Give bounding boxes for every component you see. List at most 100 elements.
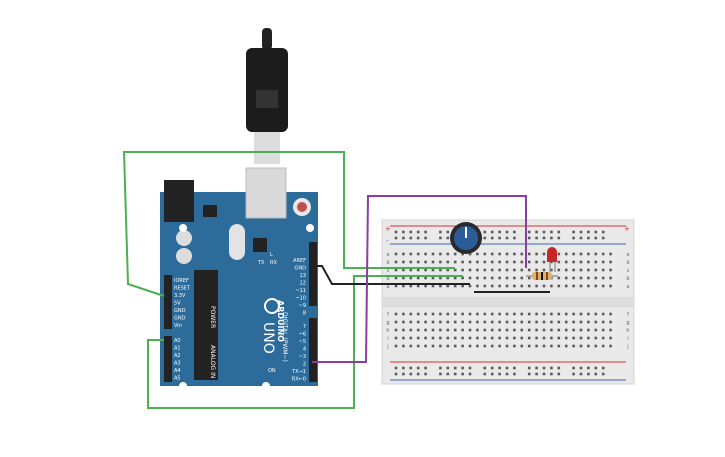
breadboard-hole[interactable] xyxy=(409,366,413,370)
breadboard-hole[interactable] xyxy=(594,328,598,332)
breadboard-hole[interactable] xyxy=(461,336,464,340)
breadboard-hole[interactable] xyxy=(483,312,487,316)
breadboard-hole[interactable] xyxy=(409,236,413,240)
breadboard-hole[interactable] xyxy=(520,284,524,288)
breadboard-hole[interactable] xyxy=(557,372,561,376)
breadboard-hole[interactable] xyxy=(527,312,531,316)
breadboard-hole[interactable] xyxy=(461,344,464,348)
breadboard-hole[interactable] xyxy=(542,230,546,234)
breadboard-hole[interactable] xyxy=(520,336,524,340)
breadboard-hole[interactable] xyxy=(431,312,435,316)
breadboard-hole[interactable] xyxy=(416,336,420,340)
breadboard-hole[interactable] xyxy=(527,344,531,348)
breadboard-hole[interactable] xyxy=(579,312,583,316)
breadboard-hole[interactable] xyxy=(446,236,450,240)
breadboard-hole[interactable] xyxy=(579,252,583,256)
breadboard-hole[interactable] xyxy=(483,268,487,272)
breadboard-hole[interactable] xyxy=(513,230,516,234)
breadboard-hole[interactable] xyxy=(601,312,605,316)
breadboard-hole[interactable] xyxy=(542,252,546,256)
breadboard-hole[interactable] xyxy=(468,344,472,348)
breadboard-hole[interactable] xyxy=(542,328,546,332)
breadboard-hole[interactable] xyxy=(587,372,590,376)
breadboard-hole[interactable] xyxy=(557,252,561,256)
breadboard-hole[interactable] xyxy=(505,336,509,340)
breadboard-hole[interactable] xyxy=(498,344,501,348)
breadboard-hole[interactable] xyxy=(572,252,575,256)
breadboard-hole[interactable] xyxy=(476,252,479,256)
breadboard-hole[interactable] xyxy=(564,276,568,280)
breadboard-hole[interactable] xyxy=(416,276,420,280)
breadboard-hole[interactable] xyxy=(550,372,553,376)
breadboard-hole[interactable] xyxy=(572,366,575,370)
breadboard-hole[interactable] xyxy=(453,328,457,332)
breadboard-hole[interactable] xyxy=(394,260,398,264)
breadboard-hole[interactable] xyxy=(453,252,457,256)
breadboard-hole[interactable] xyxy=(587,276,590,280)
breadboard-hole[interactable] xyxy=(402,284,405,288)
breadboard-hole[interactable] xyxy=(498,328,501,332)
breadboard-hole[interactable] xyxy=(520,344,524,348)
breadboard-hole[interactable] xyxy=(402,372,405,376)
breadboard-hole[interactable] xyxy=(513,284,516,288)
breadboard-hole[interactable] xyxy=(601,260,605,264)
breadboard-hole[interactable] xyxy=(409,260,413,264)
breadboard-hole[interactable] xyxy=(490,312,494,316)
breadboard-hole[interactable] xyxy=(609,336,612,340)
breadboard-hole[interactable] xyxy=(439,230,442,234)
breadboard-hole[interactable] xyxy=(542,336,546,340)
breadboard-hole[interactable] xyxy=(527,276,531,280)
breadboard-hole[interactable] xyxy=(535,284,538,288)
breadboard-hole[interactable] xyxy=(498,312,501,316)
breadboard-hole[interactable] xyxy=(409,372,413,376)
breadboard-hole[interactable] xyxy=(542,268,546,272)
breadboard-hole[interactable] xyxy=(461,328,464,332)
breadboard-hole[interactable] xyxy=(609,260,612,264)
breadboard-hole[interactable] xyxy=(527,372,531,376)
breadboard-hole[interactable] xyxy=(609,320,612,324)
breadboard-hole[interactable] xyxy=(557,260,561,264)
breadboard-hole[interactable] xyxy=(490,268,494,272)
breadboard-hole[interactable] xyxy=(402,320,405,324)
breadboard-hole[interactable] xyxy=(542,312,546,316)
breadboard-hole[interactable] xyxy=(601,344,605,348)
breadboard-hole[interactable] xyxy=(594,336,598,340)
breadboard-hole[interactable] xyxy=(520,268,524,272)
breadboard-hole[interactable] xyxy=(542,372,546,376)
breadboard-hole[interactable] xyxy=(520,276,524,280)
breadboard-hole[interactable] xyxy=(609,284,612,288)
breadboard-hole[interactable] xyxy=(424,312,427,316)
breadboard-hole[interactable] xyxy=(587,328,590,332)
resistor[interactable] xyxy=(526,272,558,280)
breadboard-hole[interactable] xyxy=(564,312,568,316)
breadboard-hole[interactable] xyxy=(557,328,561,332)
breadboard-hole[interactable] xyxy=(594,276,598,280)
breadboard-hole[interactable] xyxy=(601,372,605,376)
breadboard-hole[interactable] xyxy=(483,236,487,240)
breadboard-hole[interactable] xyxy=(527,284,531,288)
breadboard-hole[interactable] xyxy=(402,312,405,316)
breadboard-hole[interactable] xyxy=(446,320,450,324)
breadboard-hole[interactable] xyxy=(535,260,538,264)
breadboard-hole[interactable] xyxy=(424,284,427,288)
breadboard-hole[interactable] xyxy=(557,268,561,272)
wire-pin2-purple[interactable] xyxy=(312,195,527,363)
breadboard-hole[interactable] xyxy=(550,366,553,370)
breadboard-hole[interactable] xyxy=(520,252,524,256)
wires[interactable] xyxy=(122,151,550,409)
breadboard-hole[interactable] xyxy=(431,320,435,324)
breadboard-hole[interactable] xyxy=(564,320,568,324)
breadboard-hole[interactable] xyxy=(587,312,590,316)
breadboard-hole[interactable] xyxy=(557,230,561,234)
breadboard-hole[interactable] xyxy=(505,260,509,264)
breadboard-hole[interactable] xyxy=(402,268,405,272)
breadboard-hole[interactable] xyxy=(594,344,598,348)
breadboard-hole[interactable] xyxy=(476,284,479,288)
breadboard-hole[interactable] xyxy=(439,344,442,348)
breadboard-hole[interactable] xyxy=(476,268,479,272)
breadboard-hole[interactable] xyxy=(601,252,605,256)
breadboard-hole[interactable] xyxy=(594,260,598,264)
breadboard-hole[interactable] xyxy=(542,366,546,370)
breadboard-holes[interactable] xyxy=(394,230,612,376)
